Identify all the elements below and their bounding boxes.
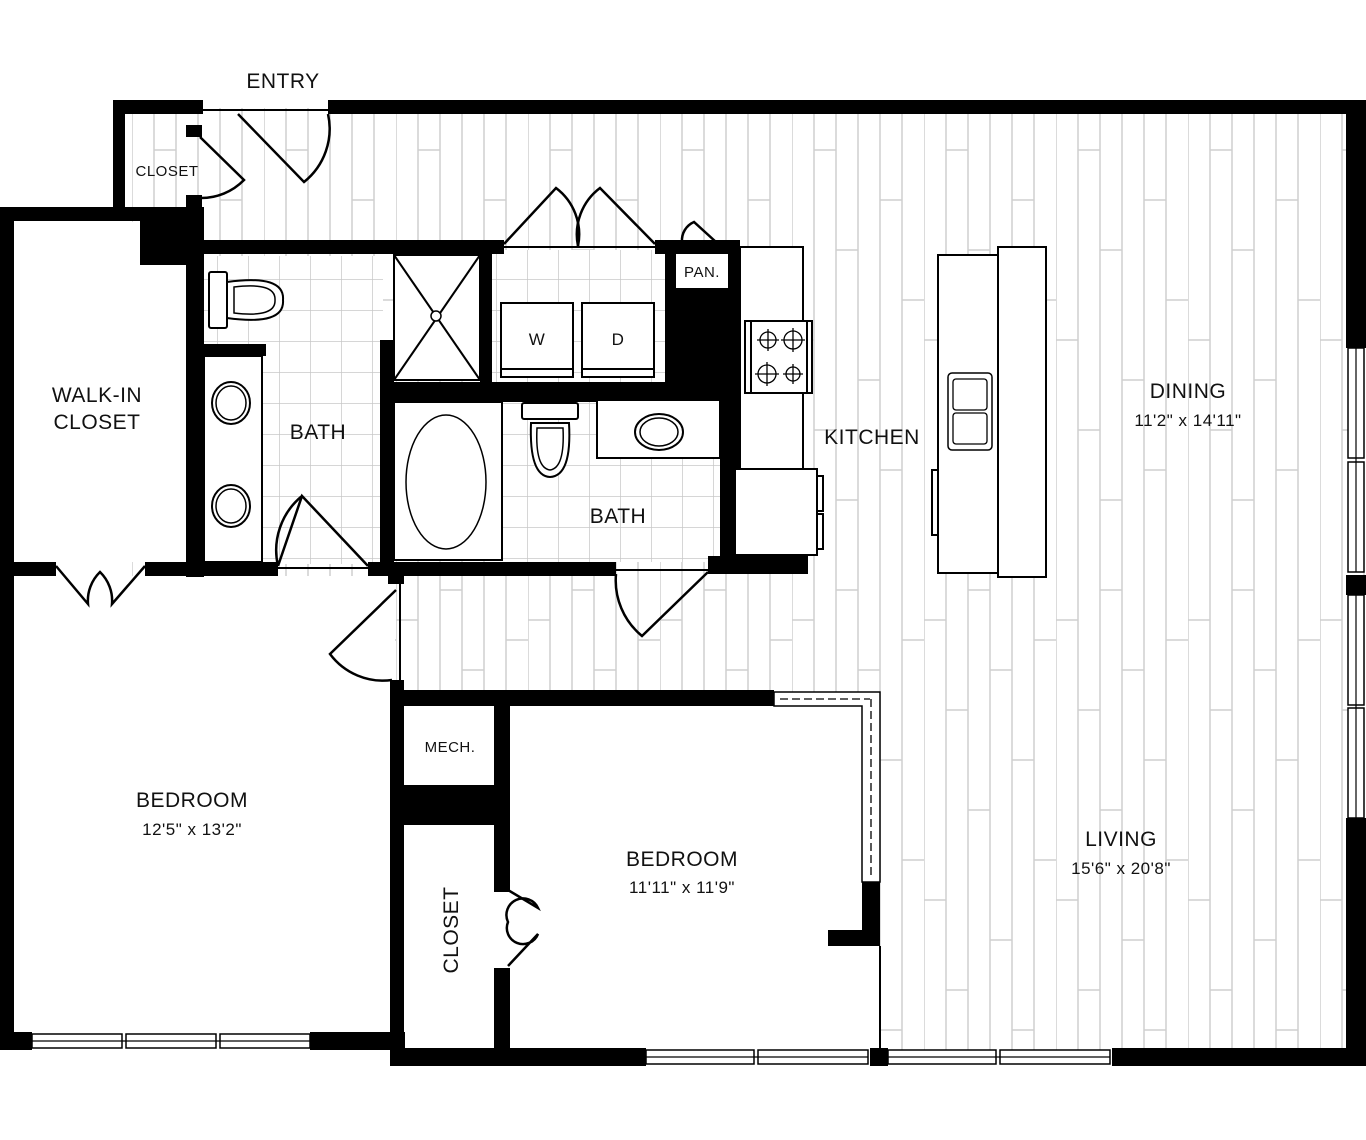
fridge-handle-top <box>816 475 824 512</box>
wall-bath-bottom <box>368 562 616 576</box>
wall-right-mid <box>1346 575 1366 595</box>
dryer-label: D <box>612 330 625 349</box>
bedroom2-closet-label: CLOSET <box>440 886 463 973</box>
wall-walkin-bottom-a <box>0 562 56 576</box>
second-bath-door <box>614 569 709 638</box>
stove-icon <box>744 320 813 394</box>
second-bath-label: BATH <box>590 505 646 528</box>
window-bedroom1 <box>31 1033 311 1049</box>
primary-bedroom-dims: 12'5" x 13'2" <box>142 820 242 839</box>
wall-hall-pillar <box>388 562 404 584</box>
fridge-handle-bottom <box>816 513 824 550</box>
labels: ENTRY CLOSET WALK-IN CLOSET BATH BATH W … <box>52 70 1241 974</box>
sink-icon <box>596 399 721 459</box>
pantry-label: PAN. <box>684 264 720 281</box>
closet2-floor <box>404 825 494 1048</box>
washer-icon <box>500 302 574 378</box>
walk-in-closet-floor <box>14 222 188 562</box>
walk-in-closet-door <box>55 565 146 608</box>
wall-top-left <box>113 100 203 114</box>
double-sink-icon <box>947 372 993 451</box>
toilet-icon <box>208 271 285 329</box>
walls <box>0 100 1366 1066</box>
wall-left <box>0 207 14 1050</box>
primary-bedroom-floor <box>14 576 390 1034</box>
sink-icon <box>211 484 251 528</box>
kitchen-island <box>931 246 1047 578</box>
living-label: LIVING <box>1085 828 1157 851</box>
second-bedroom-dims: 11'11" x 11'9" <box>629 878 735 897</box>
wall-shower-left <box>380 340 394 576</box>
second-bedroom-label: BEDROOM <box>626 848 738 871</box>
pantry-door <box>680 220 717 243</box>
wall-top-main <box>328 100 1366 114</box>
wall-bed2-left <box>390 680 404 1066</box>
walk-in-closet-label-line2: CLOSET <box>53 411 140 434</box>
primary-bath-label: BATH <box>290 421 346 444</box>
entry-label: ENTRY <box>246 70 319 93</box>
washer-label: W <box>529 330 546 349</box>
wall-bottom-right <box>1112 1048 1366 1066</box>
wall-vanity-shelf <box>204 344 266 356</box>
sink-icon <box>211 381 251 425</box>
toilet-icon <box>521 402 579 479</box>
fridge <box>734 468 818 556</box>
laundry-double-door <box>503 186 656 248</box>
wall-laundry-left <box>480 250 492 385</box>
living-wood-floor <box>878 690 1360 1055</box>
kitchen-corner <box>735 555 807 573</box>
dining-dims: 11'2" x 14'11" <box>1134 411 1241 430</box>
primary-bedroom-door <box>328 584 401 682</box>
second-bedroom-floor <box>508 705 876 1048</box>
kitchen-label: KITCHEN <box>824 426 920 449</box>
bathtub-icon <box>393 401 503 561</box>
wall-shower-bottom <box>380 382 722 402</box>
wall-walkin-bottom-b <box>145 562 278 576</box>
dining-label: DINING <box>1150 380 1227 403</box>
window-living <box>887 1049 1111 1065</box>
bay-window <box>773 691 881 883</box>
wall-bath-top <box>186 240 504 254</box>
wall-entry-closet-jamb2 <box>186 195 202 209</box>
wall-bottom-mid2 <box>870 1048 888 1066</box>
entry-closet-label: CLOSET <box>135 163 198 180</box>
living-dims: 15'6" x 20'8" <box>1071 859 1171 878</box>
wall-bottom-left2 <box>310 1032 405 1050</box>
shower-icon <box>393 254 481 381</box>
closet2-double-door <box>505 888 541 967</box>
primary-bedroom-label: BEDROOM <box>136 789 248 812</box>
dryer-icon <box>581 302 655 378</box>
wall-closet2-right <box>494 968 510 1050</box>
walk-in-closet-label-line1: WALK-IN <box>52 384 142 407</box>
wall-entry-closet-left <box>113 100 125 220</box>
wall-mech-bottom <box>404 785 508 825</box>
wall-entry-closet-jamb1 <box>186 125 202 137</box>
wall-bottom-mid <box>392 1048 646 1066</box>
window-right-lower <box>1347 594 1365 819</box>
entry-closet-door <box>199 136 246 200</box>
windows <box>31 347 1365 1065</box>
entry-door <box>203 109 331 184</box>
wall-right-upper <box>1346 100 1366 348</box>
wall-bed2-top <box>392 690 774 706</box>
doors <box>55 109 717 967</box>
window-right-upper <box>1347 347 1365 573</box>
pantry-box <box>676 254 728 288</box>
mech-label: MECH. <box>425 739 476 756</box>
wall-walkin-right <box>186 207 204 577</box>
primary-bath-door <box>275 493 369 569</box>
mech-floor <box>404 705 494 785</box>
hall-wood-floor <box>395 570 1365 700</box>
window-bedroom2 <box>645 1049 869 1065</box>
wall-right-lower <box>1346 818 1366 1066</box>
fixtures <box>203 246 1047 1050</box>
wall-bed2-stub2 <box>828 930 880 946</box>
